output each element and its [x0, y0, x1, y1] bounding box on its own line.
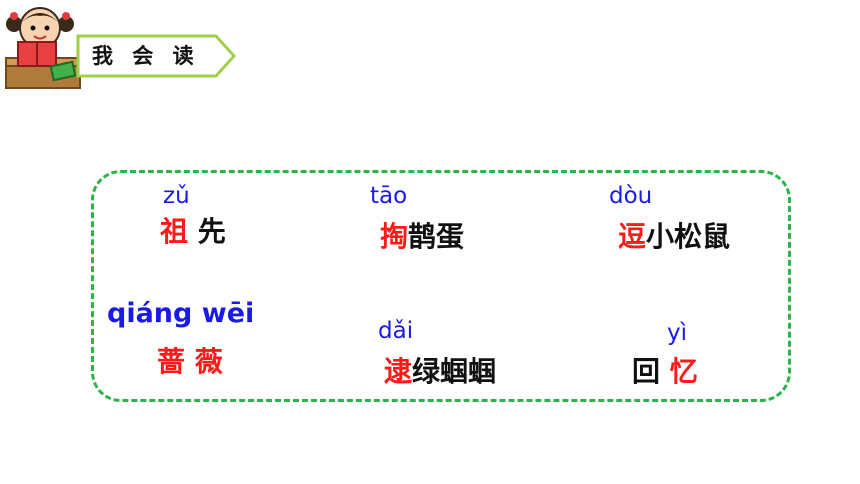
highlight-char: 蔷 薇 [157, 345, 223, 378]
pinyin-zu: zǔ [163, 183, 190, 209]
highlight-char: 逮 [384, 355, 413, 388]
word-rest: 绿蝈蝈 [412, 355, 497, 388]
word-taoquedan: 掏鹊蛋 [380, 215, 464, 255]
pinyin-qiangwei: qiáng wēi [107, 298, 255, 329]
word-daiguoguo: 逮绿蝈蝈 [384, 350, 496, 390]
word-douxiaosongshu: 逗小松鼠 [618, 215, 730, 255]
word-rest: 先 [188, 215, 226, 248]
word-rest: 小松鼠 [646, 220, 731, 253]
vocabulary-frame [91, 170, 791, 402]
pinyin-yi: yì [667, 320, 688, 346]
word-huiyi: 回 忆 [632, 350, 698, 390]
word-zuxian: 祖 先 [160, 210, 226, 250]
highlight-char: 祖 [160, 215, 189, 248]
highlight-char: 忆 [669, 355, 698, 388]
section-title: 我 会 读 [92, 44, 200, 68]
word-rest: 鹊蛋 [408, 220, 465, 253]
word-before: 回 [632, 355, 670, 388]
pinyin-tao: tāo [370, 183, 408, 209]
section-banner [76, 34, 236, 78]
highlight-char: 掏 [380, 220, 409, 253]
reading-girl-icon [5, 7, 81, 89]
pinyin-dou: dòu [609, 183, 653, 209]
highlight-char: 逗 [618, 220, 647, 253]
word-qiangwei: 蔷 薇 [157, 340, 223, 380]
pinyin-dai: dǎi [378, 318, 414, 344]
